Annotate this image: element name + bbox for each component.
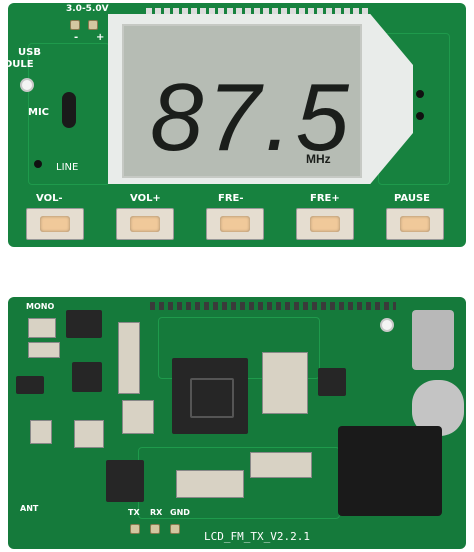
fre-minus-button[interactable] <box>206 208 264 240</box>
ic-chip <box>72 362 102 392</box>
button-cap <box>400 216 430 232</box>
module-label: DULE <box>4 59 34 70</box>
button-cap <box>40 216 70 232</box>
transistor <box>16 376 44 394</box>
lcd-pin-header <box>146 8 368 16</box>
mount-hole <box>380 318 394 332</box>
button-label-fre-plus: FRE+ <box>310 193 340 204</box>
lcd-unit: MHz <box>306 152 331 166</box>
gnd-label: GND <box>170 508 190 517</box>
polarity-plus: + <box>96 32 105 43</box>
chip-logo <box>190 378 234 418</box>
tx-pin <box>130 524 140 534</box>
button-cap <box>220 216 250 232</box>
voltage-label: 3.0-5.0V <box>66 4 109 14</box>
smd-component <box>28 342 60 358</box>
polarity-minus: - <box>74 32 79 43</box>
smd-component <box>176 470 244 498</box>
lcd-screen <box>122 24 362 178</box>
smd-component <box>30 420 52 444</box>
lcd-frequency: 87.5 <box>150 64 353 171</box>
mic-component <box>62 92 76 128</box>
line-label: LINE <box>56 162 79 173</box>
fre-plus-button[interactable] <box>296 208 354 240</box>
vol-plus-button[interactable] <box>116 208 174 240</box>
vol-minus-button[interactable] <box>26 208 84 240</box>
button-label-vol-minus: VOL- <box>36 193 63 204</box>
usb-port[interactable] <box>412 310 454 370</box>
smd-component <box>250 452 312 478</box>
gnd-pin <box>170 524 180 534</box>
power-pin-1 <box>70 20 80 30</box>
via-dot <box>416 90 424 98</box>
resistor-array <box>118 322 140 394</box>
power-pin-2 <box>88 20 98 30</box>
audio-jack[interactable] <box>338 426 442 516</box>
button-cap <box>130 216 160 232</box>
lcd-connector-pads <box>150 302 396 310</box>
via-dot <box>34 160 42 168</box>
main-processor-chip <box>172 358 248 434</box>
eeprom-chip <box>106 460 144 502</box>
board-name-label: LCD_FM_TX_V2.2.1 <box>204 530 310 543</box>
smd-component <box>28 318 56 338</box>
pause-button[interactable] <box>386 208 444 240</box>
rx-pin <box>150 524 160 534</box>
via-dot <box>416 112 424 120</box>
tx-label: TX <box>128 508 140 517</box>
usb-label: USB <box>18 47 41 58</box>
button-cap <box>310 216 340 232</box>
mount-hole <box>20 78 34 92</box>
button-label-fre-minus: FRE- <box>218 193 244 204</box>
mic-label: MIC <box>28 107 50 118</box>
fm-ic-chip <box>318 368 346 396</box>
mono-label: MONO <box>26 302 55 311</box>
smd-component <box>262 352 308 414</box>
button-label-vol-plus: VOL+ <box>130 193 161 204</box>
module-chip <box>66 310 102 338</box>
button-label-pause: PAUSE <box>394 193 430 204</box>
smd-component <box>122 400 154 434</box>
smd-component <box>74 420 104 448</box>
ant-label: ANT <box>20 504 39 513</box>
rx-label: RX <box>150 508 163 517</box>
